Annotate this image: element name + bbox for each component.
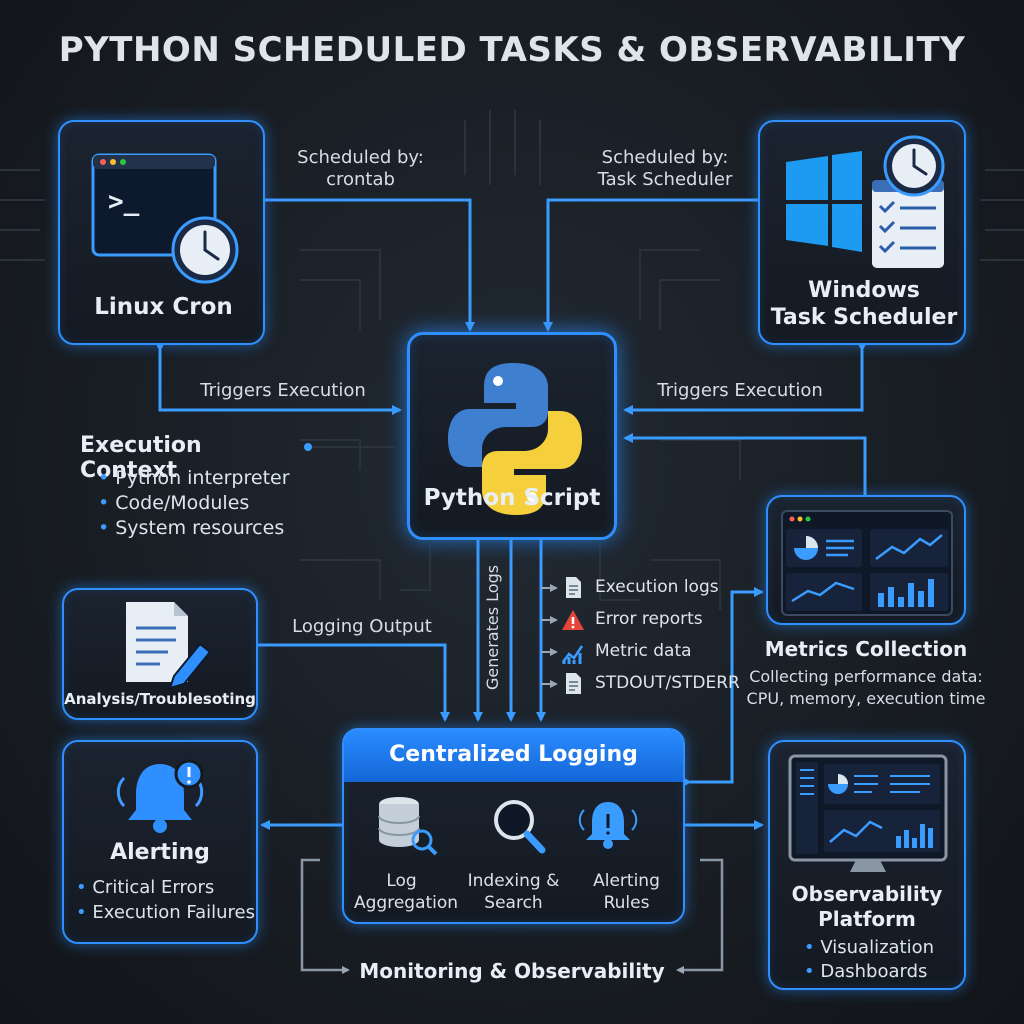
observability-item: Visualization [804, 936, 964, 960]
monitor-dashboard-icon [788, 754, 948, 872]
context-item: System resources [98, 516, 298, 541]
edge-label-trigger-right: Triggers Execution [657, 380, 823, 401]
document-pencil-icon [126, 602, 212, 690]
edge-logging-output [258, 643, 450, 722]
node-centralized-logging[interactable]: Centralized Logging Log Aggregation Inde… [342, 728, 685, 924]
svg-text:>_: >_ [108, 187, 140, 217]
windows-label-line1: Windows [808, 278, 920, 303]
sub-line: Alerting [593, 871, 660, 891]
node-python-script[interactable]: Python Script [407, 332, 617, 540]
warning-icon [562, 610, 584, 630]
central-header [344, 730, 683, 782]
edge-trigger-left [155, 342, 402, 415]
edge-cron-to-python [265, 198, 475, 332]
windows-label: Windows Task Scheduler [760, 277, 968, 331]
edge-label-trigger-left: Triggers Execution [200, 380, 366, 401]
log-item-icons [562, 577, 584, 694]
python-script-label: Python Script [423, 485, 601, 511]
circuit-traces [0, 110, 1024, 610]
edge-label-win-line2: Task Scheduler [597, 169, 733, 190]
terminal-clock-icon: >_ [91, 153, 239, 284]
central-sub-alerting-rules: Alerting Rules [579, 870, 674, 914]
central-sub-indexing: Indexing & Search [466, 870, 561, 914]
execution-context-list: Python interpreter Code/Modules System r… [98, 466, 298, 541]
log-item-error-reports: Error reports [595, 609, 703, 629]
dashboard-icon [781, 510, 953, 616]
log-item-execution-logs: Execution logs [595, 577, 719, 597]
edge-label-cron-line1: Scheduled by: [297, 147, 424, 168]
python-logo-icon [448, 363, 582, 515]
database-icon [378, 797, 438, 856]
edge-central-metrics [682, 587, 764, 787]
node-metrics-collection[interactable] [766, 495, 966, 625]
chart-icon [562, 645, 584, 664]
sub-line: Rules [603, 893, 650, 913]
alerting-item: Execution Failures [76, 900, 256, 925]
node-analysis[interactable]: Analysis/Troublesoting [62, 588, 258, 720]
node-windows-task-scheduler[interactable]: Windows Task Scheduler [758, 120, 966, 345]
document-icon [566, 673, 581, 694]
central-sub-icons [378, 797, 638, 856]
edge-trigger-right [623, 342, 867, 415]
observability-label: Observability Platform [770, 882, 964, 932]
metrics-desc-line1: Collecting performance data: [749, 667, 983, 686]
edge-windows-to-python [543, 198, 758, 332]
sub-line: Log [386, 871, 417, 891]
node-alerting[interactable]: Alerting Critical Errors Execution Failu… [62, 740, 258, 944]
observability-label-line1: Observability [791, 882, 943, 906]
windows-scheduler-icon [786, 135, 945, 268]
bell-icon [578, 802, 638, 849]
linux-cron-label: Linux Cron [94, 294, 233, 320]
sub-line: Search [484, 893, 543, 913]
edge-metrics-to-python [623, 433, 867, 495]
log-item-metric-data: Metric data [595, 641, 692, 661]
context-item: Python interpreter [98, 466, 298, 491]
edge-label-cron-scheduled: Scheduled by: crontab [268, 147, 453, 191]
observability-item: Dashboards [804, 960, 964, 984]
alerting-item: Critical Errors [76, 875, 256, 900]
alerting-label: Alerting [110, 840, 210, 865]
observability-label-line2: Platform [818, 907, 916, 931]
magnifier-icon [494, 800, 546, 854]
node-observability-platform[interactable]: Observability Platform Visualization Das… [768, 740, 966, 990]
edge-label-cron-line2: crontab [326, 169, 395, 190]
edge-label-logging-output: Logging Output [292, 616, 432, 637]
page-title: PYTHON SCHEDULED TASKS & OBSERVABILITY [58, 30, 966, 70]
sub-line: Indexing & [467, 871, 560, 891]
central-logging-label: Centralized Logging [389, 742, 638, 767]
windows-label-line2: Task Scheduler [770, 305, 958, 330]
observability-list: Visualization Dashboards [804, 936, 964, 984]
central-sub-aggregation: Log Aggregation [354, 870, 459, 914]
edge-monitoring-right [676, 858, 724, 974]
node-linux-cron[interactable]: >_ Linux Cron [58, 120, 265, 345]
edge-label-generates-logs: Generates Logs [483, 564, 502, 690]
alerting-list: Critical Errors Execution Failures [76, 875, 256, 925]
log-item-stdout-stderr: STDOUT/STDERR [595, 673, 740, 693]
edge-label-win-scheduled: Scheduled by: Task Scheduler [570, 147, 760, 191]
context-item: Code/Modules [98, 491, 298, 516]
document-icon [566, 577, 581, 598]
monitoring-label: Monitoring & Observability [359, 959, 665, 983]
alert-bell-icon [116, 759, 204, 833]
metrics-label: Metrics Collection [764, 637, 968, 661]
analysis-label: Analysis/Troublesoting [64, 690, 256, 708]
edge-label-win-line1: Scheduled by: [601, 147, 729, 168]
sub-line: Aggregation [354, 893, 459, 913]
edge-monitoring-left [300, 858, 350, 974]
metrics-desc-line2: CPU, memory, execution time [746, 689, 986, 708]
metrics-desc: Collecting performance data: CPU, memory… [740, 666, 992, 710]
